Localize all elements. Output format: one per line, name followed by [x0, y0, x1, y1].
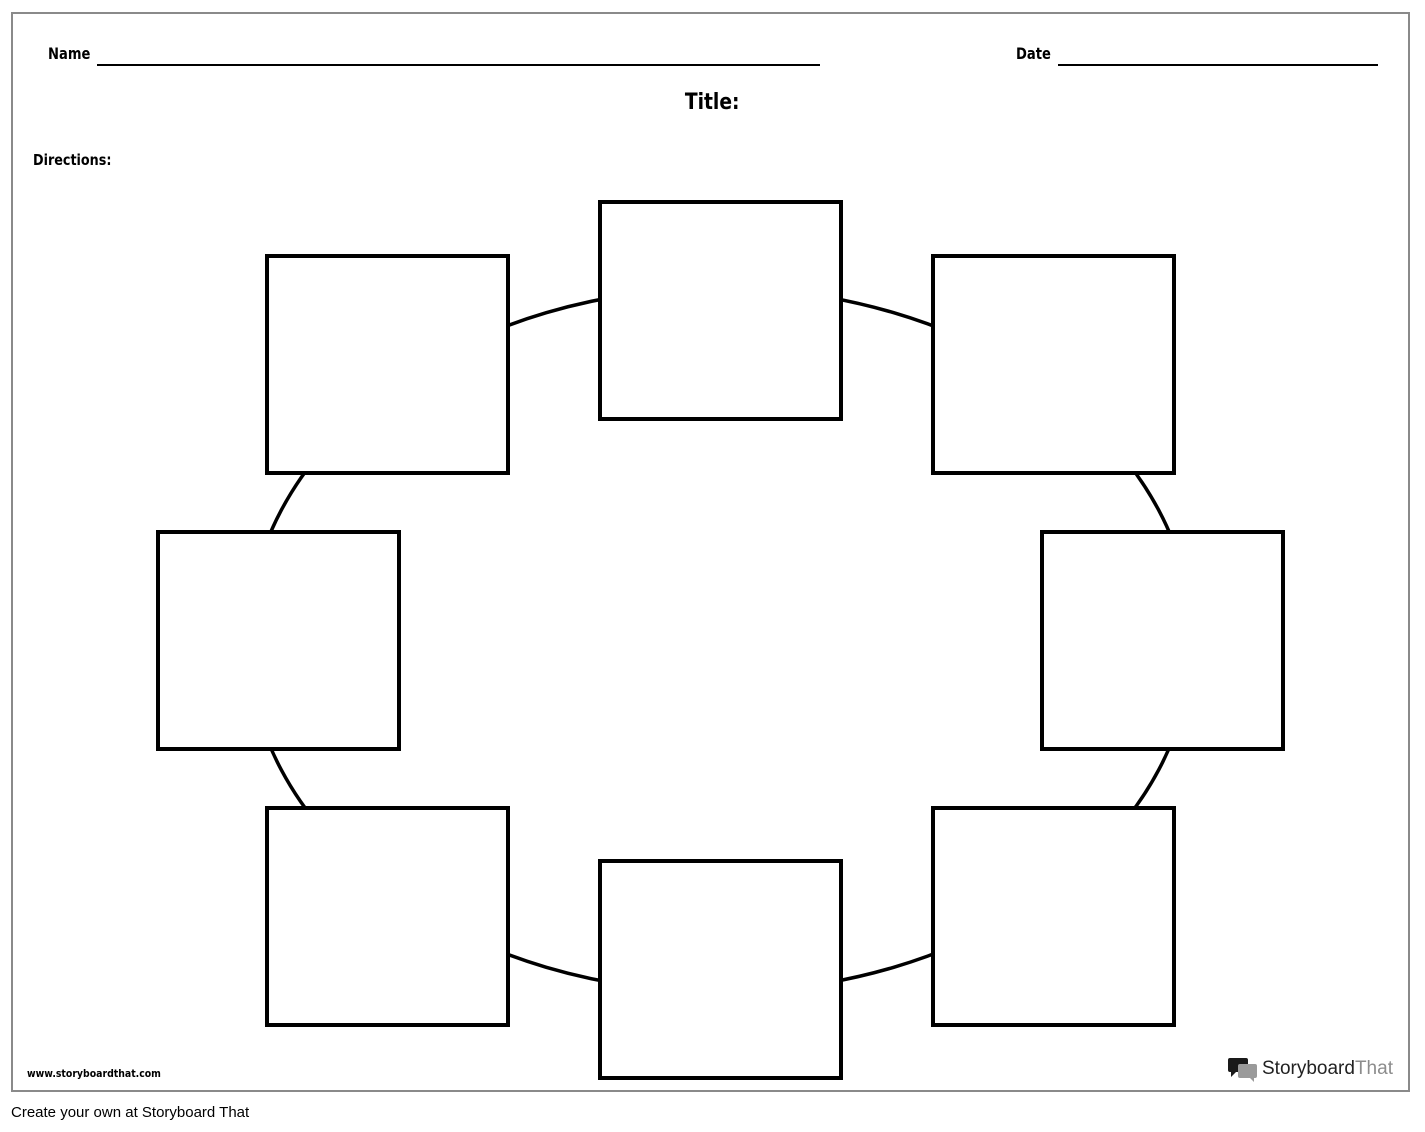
- cycle-box-top-left: [265, 254, 510, 475]
- storyboardthat-logo: StoryboardThat: [1228, 1055, 1393, 1083]
- website-url: www.storyboardthat.com: [27, 1067, 161, 1080]
- title-label: Title:: [685, 90, 740, 115]
- speech-bubbles-icon: [1228, 1058, 1257, 1082]
- date-label: Date: [1016, 44, 1051, 63]
- cycle-box-bottom: [598, 859, 843, 1080]
- cycle-box-bottom-left: [265, 806, 510, 1027]
- cycle-box-right: [1040, 530, 1285, 751]
- worksheet-title: Title:: [0, 90, 1425, 115]
- date-line: [1058, 64, 1378, 66]
- cycle-box-top-right: [931, 254, 1176, 475]
- cycle-box-top: [598, 200, 843, 421]
- cycle-box-left: [156, 530, 401, 751]
- name-label: Name: [48, 44, 91, 63]
- directions-label: Directions:: [33, 151, 112, 169]
- brand-text-light: That: [1354, 1058, 1393, 1079]
- cycle-box-bottom-right: [931, 806, 1176, 1027]
- name-line: [97, 64, 820, 66]
- brand-text-dark: Storyboard: [1262, 1058, 1355, 1079]
- footer-caption[interactable]: Create your own at Storyboard That: [11, 1104, 250, 1121]
